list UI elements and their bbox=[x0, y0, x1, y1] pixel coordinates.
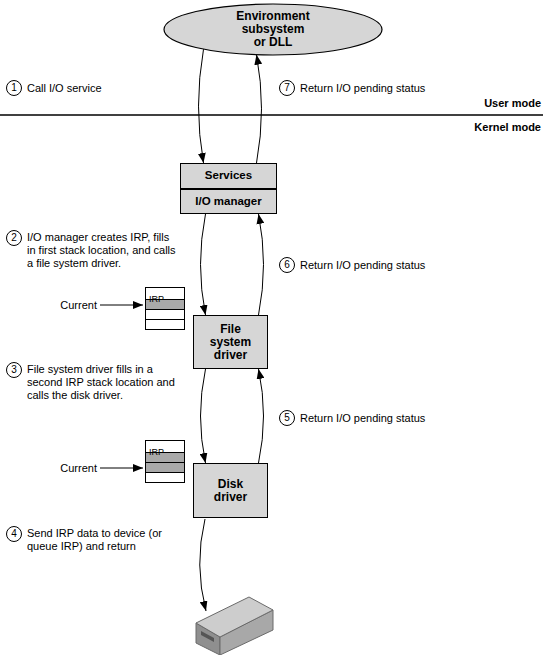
flow-arrow bbox=[199, 49, 204, 163]
box-compartment: Services bbox=[181, 164, 276, 190]
node-label: Services bbox=[205, 169, 252, 182]
irp-stack: IRP bbox=[145, 440, 185, 483]
box-compartment: I/O manager bbox=[181, 190, 276, 214]
component-box: File system driver bbox=[193, 315, 268, 369]
step-note: Return I/O pending status bbox=[300, 259, 425, 272]
callout-number: 2 bbox=[6, 230, 22, 246]
flow-arrow bbox=[259, 369, 264, 463]
device-slot bbox=[201, 631, 214, 642]
irp-header: IRP bbox=[146, 441, 184, 453]
step-note: Current bbox=[30, 462, 97, 475]
mode-divider bbox=[0, 114, 543, 116]
flow-arrow bbox=[201, 214, 206, 315]
flow-arrow bbox=[259, 214, 264, 315]
subsystem-ellipse: Environment subsystem or DLL bbox=[163, 3, 383, 56]
step-note: Call I/O service bbox=[27, 82, 102, 95]
step-note: Send IRP data to device (or queue IRP) a… bbox=[27, 527, 163, 553]
flow-arrow bbox=[201, 369, 206, 463]
node-label: Disk driver bbox=[203, 478, 258, 504]
step-note: Return I/O pending status bbox=[300, 412, 425, 425]
stack-location bbox=[146, 473, 184, 482]
step-note: File system driver fills in a second IRP… bbox=[27, 363, 177, 402]
step-note: I/O manager creates IRP, fills in first … bbox=[27, 231, 177, 270]
ellipse-shape bbox=[164, 4, 382, 55]
stack-location bbox=[146, 463, 184, 473]
callout-number: 1 bbox=[6, 80, 22, 96]
stack-location bbox=[146, 310, 184, 320]
node-label: File system driver bbox=[203, 323, 258, 362]
node-label: I/O manager bbox=[195, 195, 261, 208]
callout-number: 7 bbox=[279, 80, 295, 96]
step-note: Current bbox=[30, 299, 97, 312]
callout-number: 3 bbox=[6, 362, 22, 378]
pointer-arrow bbox=[100, 305, 143, 306]
callout-number: 4 bbox=[6, 526, 22, 542]
component-box: ServicesI/O manager bbox=[180, 163, 277, 214]
disk-device bbox=[196, 597, 273, 655]
callout-number: 6 bbox=[279, 257, 295, 273]
stack-location bbox=[146, 320, 184, 329]
irp-stack: IRP bbox=[145, 287, 185, 330]
node-label: Environment subsystem or DLL bbox=[235, 10, 311, 49]
step-note: Return I/O pending status bbox=[300, 82, 425, 95]
device-arrow bbox=[200, 519, 206, 611]
device-top bbox=[196, 597, 273, 637]
step-note: Kernel mode bbox=[400, 121, 541, 134]
irp-label: IRP bbox=[149, 447, 164, 457]
flow-arrow bbox=[257, 55, 262, 163]
step-note: User mode bbox=[400, 97, 541, 110]
component-box: Disk driver bbox=[193, 463, 268, 518]
pointer-arrow bbox=[100, 468, 143, 469]
irp-label: IRP bbox=[149, 294, 164, 304]
irp-header: IRP bbox=[146, 288, 184, 300]
callout-number: 5 bbox=[279, 410, 295, 426]
